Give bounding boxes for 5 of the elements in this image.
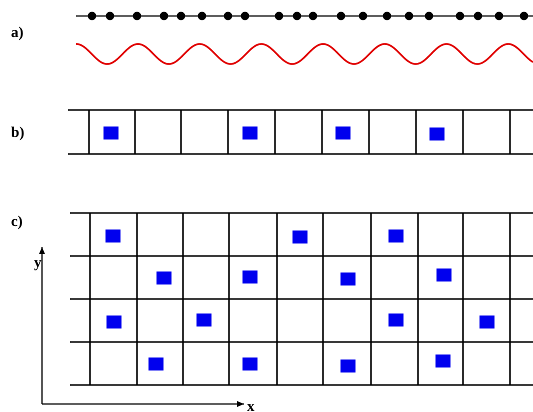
panel-label: c)	[11, 215, 23, 230]
axis-label: x	[247, 400, 254, 412]
axis-label: y	[34, 256, 42, 271]
panel-label: b)	[11, 126, 24, 141]
panel-label: a)	[11, 26, 24, 41]
